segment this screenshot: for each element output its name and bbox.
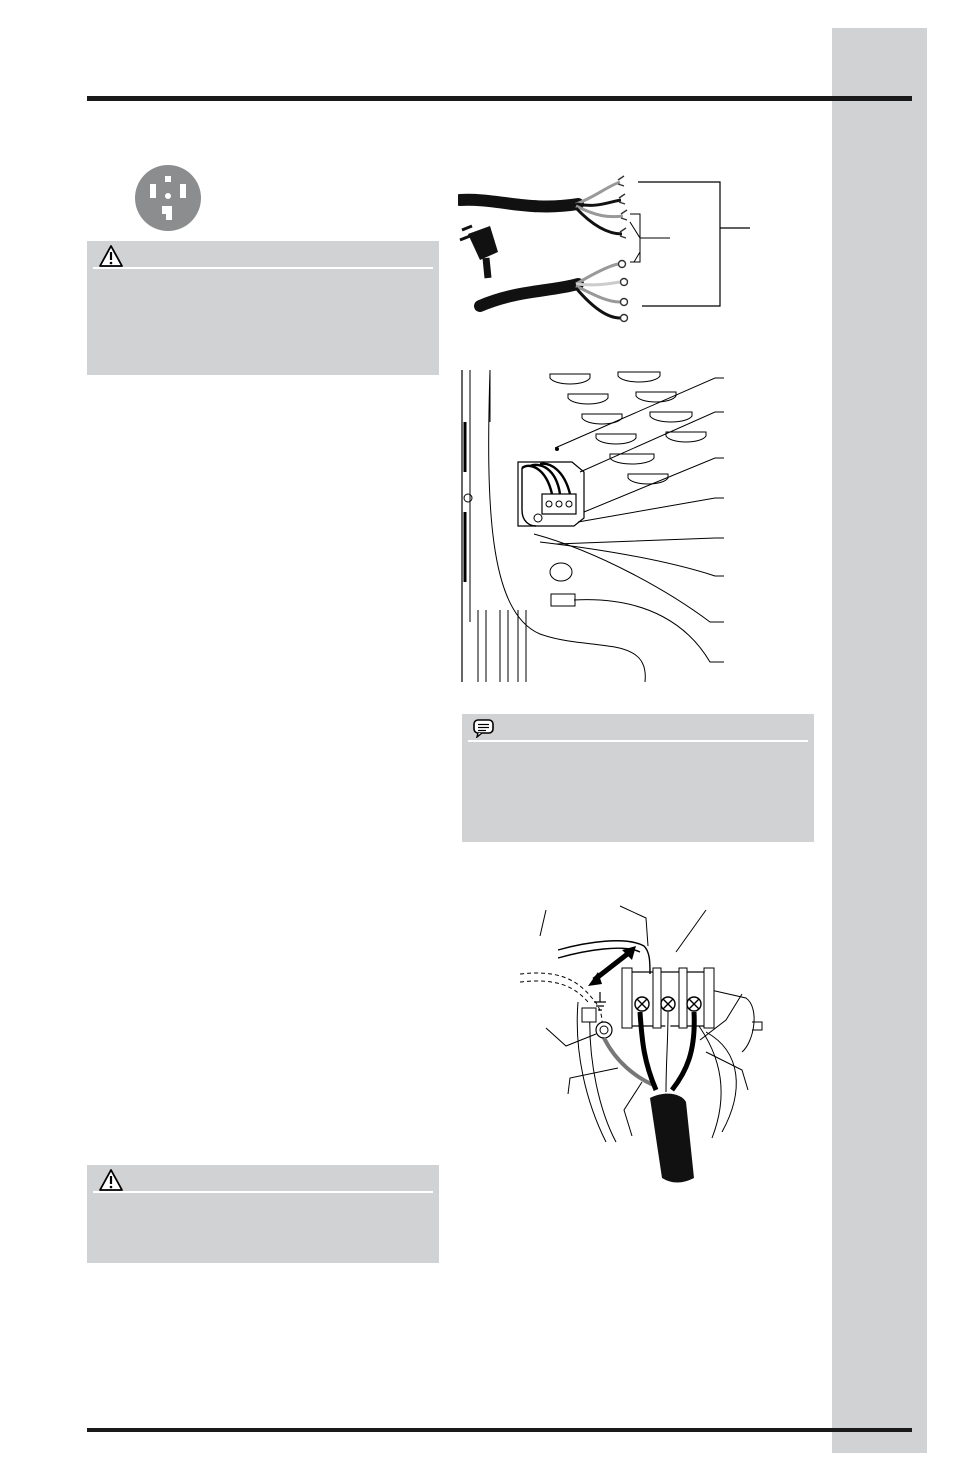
side-tab	[832, 28, 927, 1453]
warning-box-bottom	[87, 1165, 439, 1263]
terminal-block-location-diagram	[461, 369, 724, 683]
warning-box-top	[87, 241, 439, 375]
note-box	[462, 714, 814, 842]
power-cord-wiring-diagram	[458, 175, 750, 323]
4-prong-outlet-icon	[135, 165, 201, 231]
note-divider	[468, 740, 808, 742]
warning-divider	[93, 267, 433, 269]
header-rule	[87, 96, 912, 101]
note-speech-icon	[473, 719, 494, 738]
warning-divider	[93, 1191, 433, 1193]
cord-connection-detail-diagram	[519, 905, 763, 1183]
footer-rule	[87, 1428, 912, 1432]
warning-triangle-icon	[99, 1169, 123, 1191]
warning-triangle-icon	[99, 245, 123, 267]
